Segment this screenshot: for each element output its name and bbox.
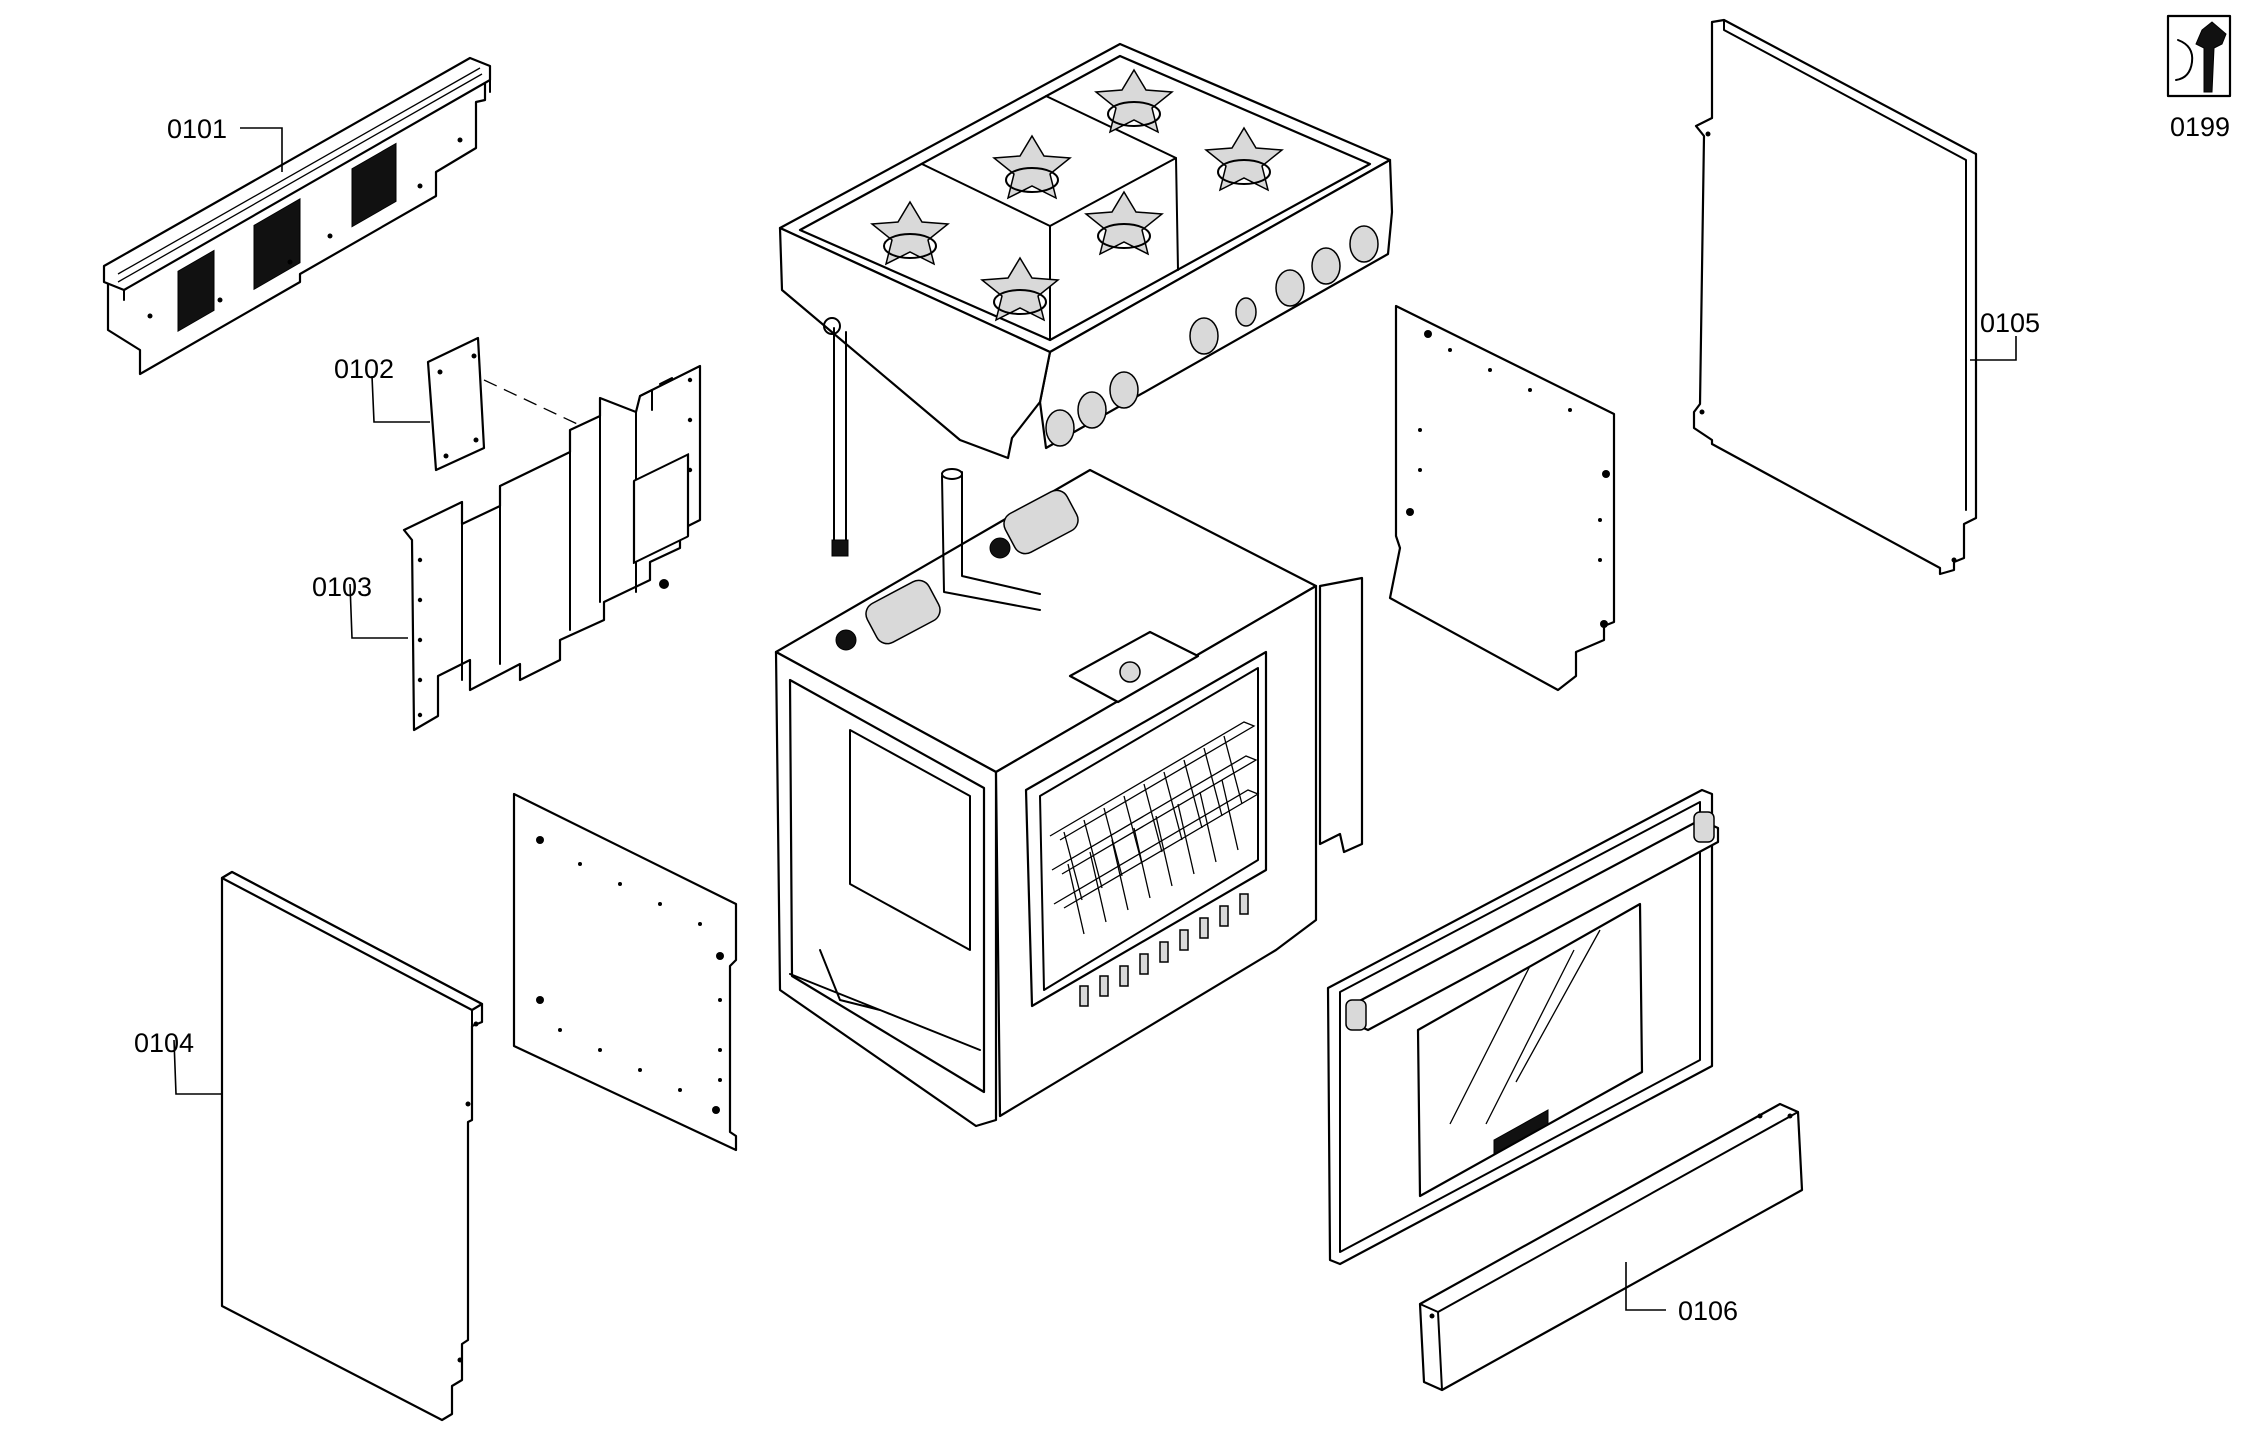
cooktop-assembly: [778, 42, 1394, 557]
part-0101-rear-vent-panel[interactable]: [102, 56, 492, 376]
burners: [870, 68, 1284, 322]
label-0101: 0101: [167, 114, 227, 144]
part-0102-small-plate[interactable]: [426, 336, 591, 472]
center-left-side-panel: [512, 792, 738, 1152]
part-0104-left-side-panel[interactable]: [220, 870, 484, 1422]
oven-cavity-assembly: [774, 468, 1364, 1128]
part-0105-right-side-panel[interactable]: [1692, 18, 1978, 576]
control-knobs: [1045, 225, 1379, 447]
leader-lines: [173, 127, 2017, 1311]
label-0199: 0199: [2170, 112, 2230, 142]
part-0199-service-tools-icon[interactable]: [2166, 14, 2232, 98]
label-0104: 0104: [134, 1028, 194, 1058]
label-0102: 0102: [334, 354, 394, 384]
part-0106-kick-plate[interactable]: [1418, 1102, 1804, 1392]
convection-fans: [835, 489, 1079, 651]
oven-door: [1326, 788, 1720, 1266]
label-0106: 0106: [1678, 1296, 1738, 1326]
label-0103: 0103: [312, 572, 372, 602]
center-right-side-panel: [1388, 304, 1616, 692]
part-0103-rear-heat-shield[interactable]: [402, 364, 702, 732]
label-0105: 0105: [1980, 308, 2040, 338]
